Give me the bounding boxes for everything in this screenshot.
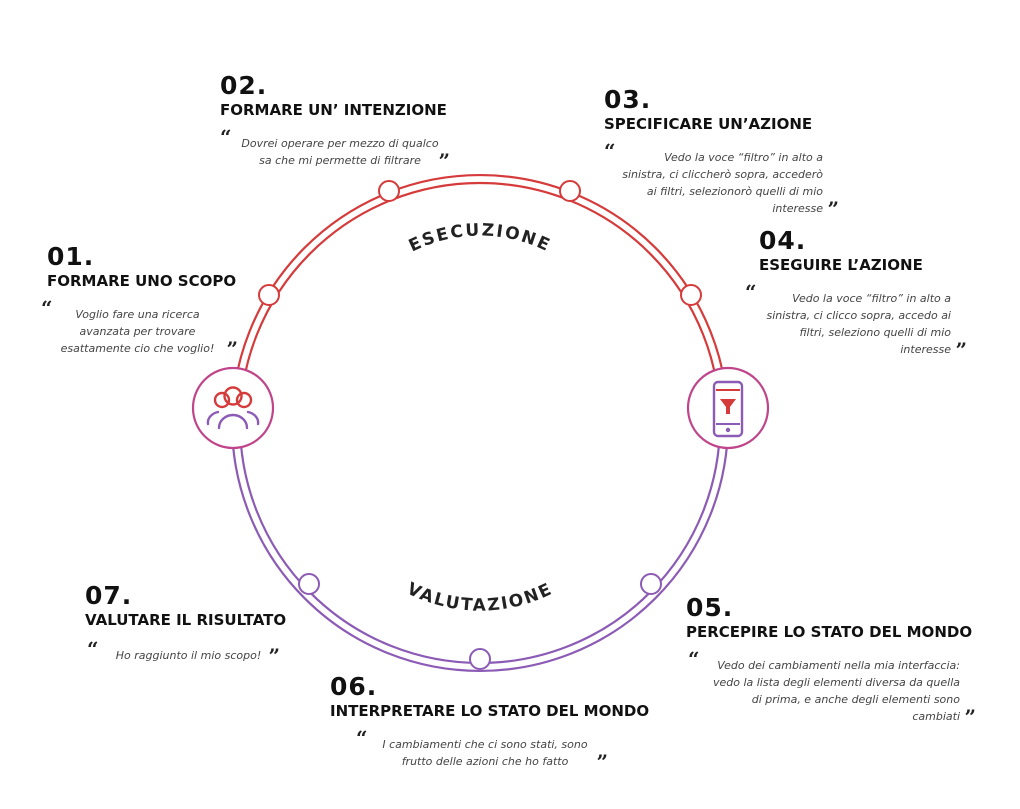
step-04: 04. ESEGUIRE L’AZIONE “ Vedo la voce “fi… bbox=[745, 226, 969, 362]
step-03: 03. SPECIFICARE UN’AZIONE “ Vedo la voce… bbox=[604, 85, 839, 221]
step-quote: “ Vedo la voce “filtro” in alto a sinist… bbox=[604, 139, 839, 221]
open-quote-icon: “ bbox=[220, 125, 232, 149]
step-06: 06. INTERPRETARE LO STATO DEL MONDO “ I … bbox=[330, 672, 670, 774]
step-02: 02. FORMARE UN’ INTENZIONE “ Dovrei oper… bbox=[220, 71, 470, 173]
step-number: 06. bbox=[330, 672, 378, 701]
step-quote: “ Vedo dei cambiamenti nella mia interfa… bbox=[688, 647, 976, 729]
step-number: 05. bbox=[686, 593, 734, 622]
step-05: 05. PERCEPIRE LO STATO DEL MONDO “ Vedo … bbox=[686, 593, 986, 729]
step-number: 04. bbox=[759, 226, 807, 255]
step-07: 07. VALUTARE IL RISULTATO “ Ho raggiunto… bbox=[85, 581, 315, 668]
step-nodes-evaluation bbox=[298, 573, 662, 670]
open-quote-icon: “ bbox=[356, 726, 368, 750]
step-number: 07. bbox=[85, 581, 133, 610]
close-quote-icon: ” bbox=[226, 337, 238, 361]
node-01 bbox=[258, 284, 280, 306]
execution-label: ESECUZIONE bbox=[406, 220, 554, 256]
open-quote-icon: “ bbox=[41, 296, 53, 320]
node-03 bbox=[559, 180, 581, 202]
step-01: 01. FORMARE UNO SCOPO “ Voglio fare una … bbox=[41, 242, 262, 361]
open-quote-icon: “ bbox=[688, 647, 700, 671]
step-title: FORMARE UNO SCOPO bbox=[47, 272, 237, 290]
close-quote-icon: ” bbox=[438, 149, 450, 173]
step-number: 03. bbox=[604, 85, 652, 114]
smartphone-filter-icon bbox=[686, 366, 770, 450]
node-02 bbox=[378, 180, 400, 202]
users-icon bbox=[191, 366, 275, 450]
close-quote-icon: ” bbox=[964, 705, 976, 729]
step-title: ESEGUIRE L’AZIONE bbox=[759, 256, 923, 274]
node-05 bbox=[640, 573, 662, 595]
step-quote: “ Ho raggiunto il mio scopo! ” bbox=[87, 637, 280, 668]
step-quote: “ Voglio fare una ricerca avanzata per t… bbox=[41, 296, 238, 361]
step-title: SPECIFICARE UN’AZIONE bbox=[604, 115, 813, 133]
step-quote: “ I cambiamenti che ci sono stati, sono … bbox=[356, 726, 608, 774]
step-title: VALUTARE IL RISULTATO bbox=[85, 611, 287, 629]
close-quote-icon: ” bbox=[596, 750, 608, 774]
step-nodes-execution bbox=[258, 180, 702, 306]
open-quote-icon: “ bbox=[604, 139, 616, 163]
execution-arc bbox=[230, 173, 730, 424]
step-quote: “ Vedo la voce “filtro” in alto a sinist… bbox=[745, 280, 967, 362]
step-title: INTERPRETARE LO STATO DEL MONDO bbox=[330, 702, 650, 720]
node-04 bbox=[680, 284, 702, 306]
step-title: FORMARE UN’ INTENZIONE bbox=[220, 101, 447, 119]
close-quote-icon: ” bbox=[955, 338, 967, 362]
node-06 bbox=[469, 648, 491, 670]
node-07 bbox=[298, 573, 320, 595]
open-quote-icon: “ bbox=[745, 280, 757, 304]
step-number: 02. bbox=[220, 71, 268, 100]
evaluation-label: VALUTAZIONE bbox=[404, 579, 556, 616]
close-quote-icon: ” bbox=[268, 644, 280, 668]
step-number: 01. bbox=[47, 242, 95, 271]
close-quote-icon: ” bbox=[827, 197, 839, 221]
step-quote: “ Dovrei operare per mezzo di qualco sa … bbox=[220, 125, 450, 173]
step-title: PERCEPIRE LO STATO DEL MONDO bbox=[686, 623, 973, 641]
open-quote-icon: “ bbox=[87, 637, 99, 661]
